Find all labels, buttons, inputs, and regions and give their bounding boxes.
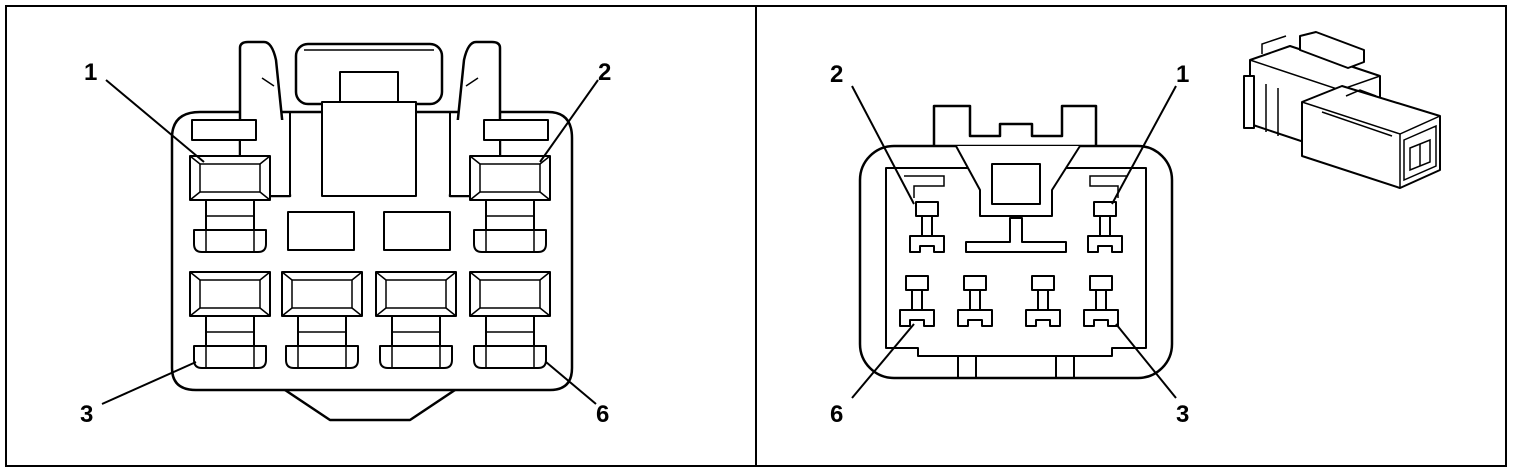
left-cavity	[281, 271, 363, 369]
right-connector-face	[858, 104, 1174, 380]
right-terminal	[1087, 201, 1123, 253]
left-label-pin1: 1	[84, 59, 97, 86]
left-lock-center	[321, 101, 417, 197]
right-label-pin3: 3	[1176, 401, 1189, 428]
right-inner-body	[885, 167, 1147, 357]
right-label-pin2: 2	[830, 61, 843, 88]
right-terminal	[957, 275, 993, 327]
right-callouts: 2 1 6 3	[830, 61, 1189, 428]
left-cavity	[189, 271, 271, 369]
left-label-pin2: 2	[598, 59, 611, 86]
left-cavity	[469, 271, 551, 369]
left-cavities	[189, 155, 551, 369]
left-window-1	[287, 211, 355, 251]
right-terminal	[899, 275, 935, 327]
left-label-pin6: 6	[596, 401, 609, 428]
left-cavity	[189, 155, 271, 253]
left-label-pin3: 3	[80, 401, 93, 428]
right-terminal	[1025, 275, 1061, 327]
left-callouts: 1 2 3 6	[80, 59, 611, 428]
right-terminal	[909, 201, 945, 253]
left-cavity	[375, 271, 457, 369]
left-window-2	[383, 211, 451, 251]
connector-3d-illustration	[1243, 31, 1441, 189]
right-terminal	[1083, 275, 1119, 327]
right-label-pin1: 1	[1176, 61, 1189, 88]
right-top-tab	[932, 104, 1098, 146]
right-label-pin6: 6	[830, 401, 843, 428]
right-key-rib	[965, 217, 1067, 253]
left-cavity	[469, 155, 551, 253]
right-terminals	[899, 201, 1123, 327]
